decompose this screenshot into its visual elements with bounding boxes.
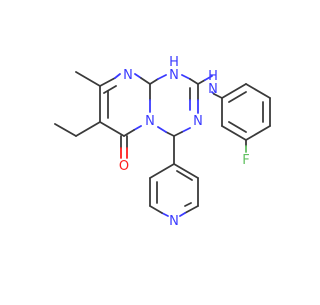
bond (134, 73, 142, 79)
atom-amine-h: H (208, 69, 218, 84)
bond (184, 205, 199, 214)
bond (99, 77, 116, 87)
bond (184, 202, 192, 207)
bond (221, 125, 247, 141)
bond (75, 121, 101, 137)
bond (176, 170, 193, 181)
atom-nh-h: H (169, 55, 179, 70)
molecule-diagram: N H N N H N N O F N (54, 55, 271, 229)
bond (228, 91, 247, 103)
bond (99, 121, 125, 137)
bond (197, 79, 206, 85)
bond (133, 125, 142, 131)
structure-svg: N H N N H N N O F N (54, 55, 271, 229)
atom-pyridine-n: N (169, 214, 179, 229)
bond (114, 73, 121, 79)
bond (149, 163, 175, 179)
bond (179, 212, 186, 217)
atom-nh-n: N (169, 68, 179, 83)
bond (173, 163, 199, 179)
atom-ring-n-right: N (193, 114, 203, 129)
atom-ring-n-left: N (145, 114, 155, 129)
bond (189, 78, 199, 85)
bond (181, 127, 191, 133)
bond (161, 212, 169, 217)
bond (221, 83, 247, 99)
bond (75, 71, 101, 87)
bond (103, 85, 117, 94)
bond (213, 93, 223, 99)
bond (123, 129, 135, 137)
bond (157, 126, 167, 133)
bond (157, 74, 167, 80)
atom-amine-n: N (208, 82, 218, 97)
atom-fluorine: F (242, 153, 249, 168)
bond (165, 131, 175, 137)
bond (245, 83, 271, 99)
bond (173, 131, 183, 137)
atom-carbonyl-o: O (119, 159, 129, 174)
bond (181, 74, 191, 80)
atom-n-top: N (123, 68, 133, 83)
bond (204, 75, 213, 81)
bond (149, 205, 163, 214)
bond (54, 123, 77, 137)
bond (149, 78, 159, 85)
bond (245, 125, 271, 141)
bond (228, 121, 247, 133)
bond (140, 77, 151, 85)
